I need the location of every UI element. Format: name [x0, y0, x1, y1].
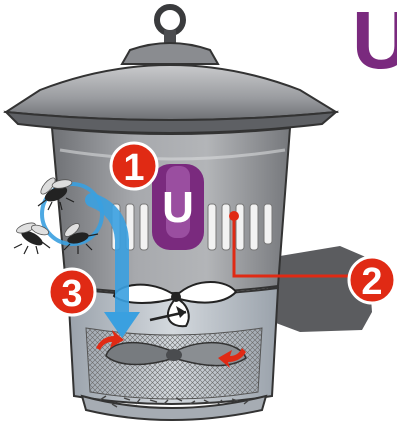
- svg-text:1: 1: [123, 147, 144, 189]
- hanger-ring-icon: [157, 7, 183, 44]
- step-badge-2: 2: [349, 257, 395, 303]
- svg-text:3: 3: [61, 273, 82, 315]
- lamp-letter: U: [162, 183, 194, 232]
- roof-cap: [6, 43, 336, 133]
- svg-text:2: 2: [361, 261, 382, 303]
- step-badge-3: 3: [49, 269, 95, 315]
- uv-lamp-icon: U: [152, 164, 204, 250]
- step-badge-1: 1: [111, 143, 157, 189]
